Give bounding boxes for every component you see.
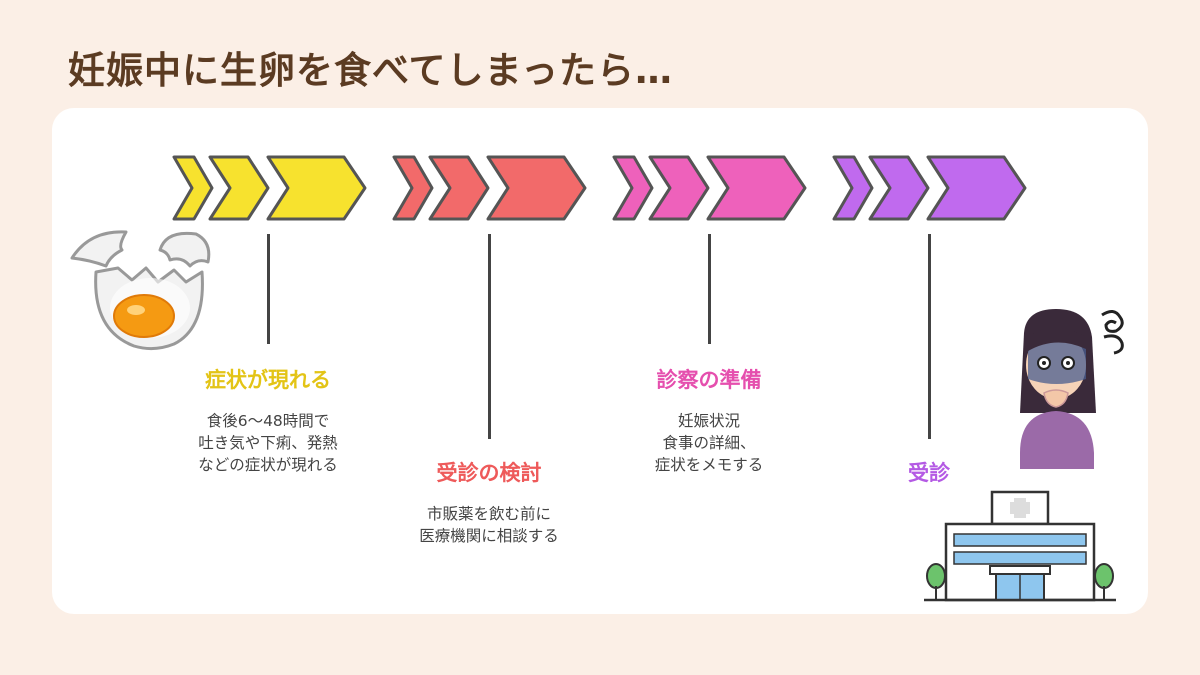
step-desc-line: 医療機関に相談する <box>419 527 559 545</box>
chevron-arrow-icon <box>392 155 587 221</box>
connector-line <box>928 234 931 439</box>
step-desc-symptoms: 食後6〜48時間で 吐き気や下痢、発熱 などの症状が現れる <box>118 410 418 476</box>
step-desc-line: 症状をメモする <box>654 456 764 474</box>
connector-line <box>488 234 491 439</box>
step-desc-line: 食事の詳細、 <box>662 434 756 452</box>
step-title-visit: 受診 <box>908 461 950 485</box>
hospital-icon <box>924 490 1116 602</box>
flow-card: 症状が現れる 食後6〜48時間で 吐き気や下痢、発熱 などの症状が現れる 受診の… <box>52 108 1148 614</box>
step-title-symptoms: 症状が現れる <box>205 368 331 392</box>
connector-line <box>267 234 270 344</box>
step-desc-line: などの症状が現れる <box>198 456 338 474</box>
step-desc-line: 吐き気や下痢、発熱 <box>198 434 338 452</box>
chevron-arrow-icon <box>832 155 1027 221</box>
step-desc-line: 市販薬を飲む前に <box>426 505 551 523</box>
connector-line <box>708 234 711 344</box>
worried-woman-icon <box>1020 309 1124 469</box>
step-desc-consider: 市販薬を飲む前に 医療機関に相談する <box>339 503 639 547</box>
step-desc-line: 妊娠状況 <box>677 412 740 430</box>
step-title-consider: 受診の検討 <box>436 461 542 485</box>
step-desc-line: 食後6〜48時間で <box>206 412 330 430</box>
page-title: 妊娠中に生卵を食べてしまったら… <box>68 49 674 92</box>
cracked-egg-icon <box>70 230 211 351</box>
step-title-prepare: 診察の準備 <box>656 368 762 392</box>
chevron-arrow-icon <box>612 155 807 221</box>
chevron-arrow-icon <box>172 155 367 221</box>
step-desc-prepare: 妊娠状況 食事の詳細、 症状をメモする <box>559 410 859 476</box>
